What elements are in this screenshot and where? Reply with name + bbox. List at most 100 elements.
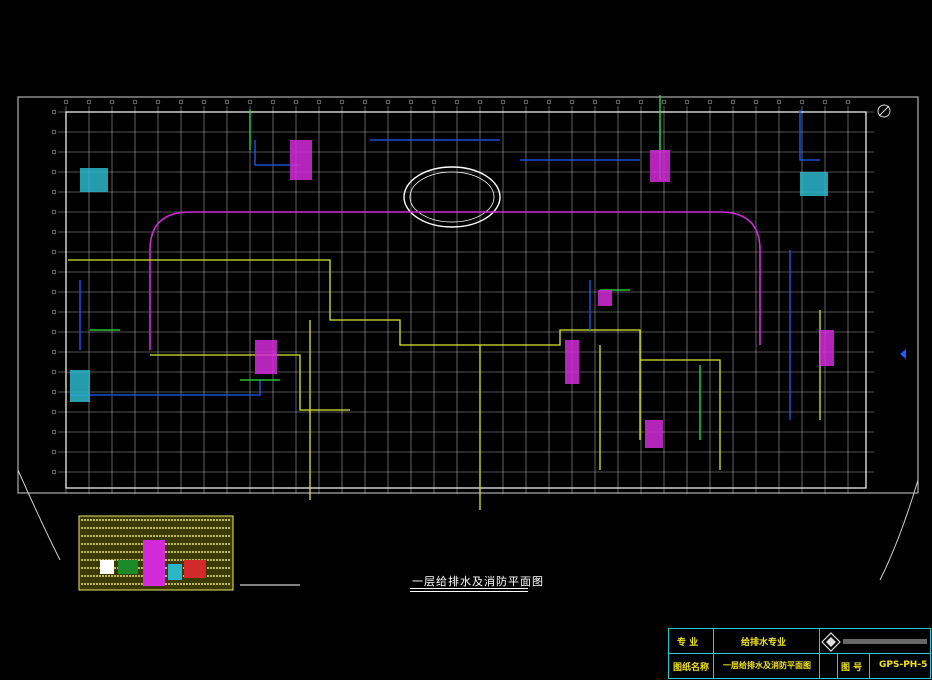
grid-bubble <box>51 189 57 195</box>
fixture-cluster <box>255 340 277 374</box>
grid-bubble <box>109 99 115 105</box>
legend-swatch <box>118 560 138 574</box>
north-arrow-stroke <box>878 105 890 117</box>
grid-bubble <box>546 99 552 105</box>
grid-bubble <box>51 109 57 115</box>
grid-bubble <box>132 99 138 105</box>
entry-marker-icon <box>900 349 906 359</box>
grid-bubble <box>270 99 276 105</box>
grid-bubble <box>201 99 207 105</box>
grid-bubble <box>408 99 414 105</box>
plan-title-underline <box>410 588 528 589</box>
grid-bubble <box>477 99 483 105</box>
grid-bubble <box>51 409 57 415</box>
fixture-cluster <box>290 140 312 180</box>
grid-bubble <box>293 99 299 105</box>
fixture-cluster <box>800 172 828 196</box>
title-block-divider <box>669 653 930 654</box>
legend-block <box>78 515 300 591</box>
grid-bubble <box>51 129 57 135</box>
grid-bubble <box>638 99 644 105</box>
grid-bubble <box>707 99 713 105</box>
atrium-ellipse <box>403 166 501 228</box>
grid-bubble <box>51 349 57 355</box>
fire-hydrant-pipe <box>799 110 820 161</box>
grid-bubble <box>51 169 57 175</box>
grid-bubble <box>615 99 621 105</box>
grid-bubble <box>155 99 161 105</box>
grid-bubble <box>224 99 230 105</box>
grid-bubble <box>247 99 253 105</box>
building-perimeter <box>65 111 867 489</box>
building-outline <box>17 96 919 581</box>
fire-hydrant-pipe <box>254 140 300 166</box>
grid-bubble <box>362 99 368 105</box>
grid-bubble <box>431 99 437 105</box>
grid-bubble <box>86 99 92 105</box>
drawing-no-label: 图 号 <box>841 663 863 673</box>
water-supply-pipe <box>150 354 350 411</box>
grid-bubble <box>730 99 736 105</box>
grid-bubble <box>51 269 57 275</box>
plan-title: 一层给排水及消防平面图 <box>412 575 544 588</box>
grid-bubble <box>661 99 667 105</box>
grid-bubble <box>51 289 57 295</box>
fixture-clusters <box>70 140 834 448</box>
grid-bubble <box>178 99 184 105</box>
site-curve-left <box>17 469 61 561</box>
grid-bubble <box>51 449 57 455</box>
grid-bubble <box>592 99 598 105</box>
legend-swatch <box>143 540 165 586</box>
site-boundary <box>17 96 919 494</box>
north-arrow-icon <box>877 104 891 118</box>
company-logo <box>819 630 930 653</box>
water-supply-pipe <box>68 259 641 440</box>
grid-bubble <box>822 99 828 105</box>
grid-bubble <box>523 99 529 105</box>
fire-main-loop <box>149 211 761 350</box>
discipline-label: 专 业 <box>677 638 699 648</box>
grid-bubble <box>51 149 57 155</box>
structural-grid <box>51 99 874 494</box>
grid-bubble <box>339 99 345 105</box>
fixture-cluster <box>650 150 670 182</box>
fixture-cluster <box>565 340 579 384</box>
title-block: 专 业 给排水专业 图纸名称 一层给排水及消防平面图 图 号 GPS-PH-5 <box>668 628 931 679</box>
grid-bubble <box>799 99 805 105</box>
grid-bubble <box>845 99 851 105</box>
legend-swatch <box>168 564 182 580</box>
plan-title-underline-2 <box>410 591 528 592</box>
drawing-name-value: 一层给排水及消防平面图 <box>723 661 811 670</box>
fixture-cluster <box>820 330 834 366</box>
grid-bubble <box>51 369 57 375</box>
fixture-cluster <box>598 290 612 306</box>
legend-swatch <box>100 560 114 574</box>
fire-hydrant-pipe <box>70 380 261 396</box>
grid-bubble <box>776 99 782 105</box>
title-block-col-1 <box>713 629 714 678</box>
site-curve-right <box>879 479 919 581</box>
drawing-no-value: GPS-PH-5 <box>879 660 928 670</box>
legend-swatch <box>184 560 206 578</box>
pipe-network <box>68 95 821 510</box>
grid-bubble <box>569 99 575 105</box>
grid-bubble <box>500 99 506 105</box>
grid-bubble <box>684 99 690 105</box>
grid-bubble <box>51 389 57 395</box>
title-block-col-4 <box>869 653 870 678</box>
grid-bubble <box>51 429 57 435</box>
grid-bubble <box>385 99 391 105</box>
water-supply-pipe <box>640 359 721 470</box>
grid-bubble <box>51 329 57 335</box>
company-logo-icon <box>821 632 841 652</box>
fixture-cluster <box>80 168 108 192</box>
fixture-cluster <box>70 370 90 402</box>
company-name-text-graphic <box>843 639 927 644</box>
grid-bubble <box>454 99 460 105</box>
drawing-name-label: 图纸名称 <box>673 663 710 673</box>
fixture-cluster <box>645 420 663 448</box>
grid-bubble <box>316 99 322 105</box>
title-block-col-2 <box>819 629 820 678</box>
grid-bubble <box>51 249 57 255</box>
